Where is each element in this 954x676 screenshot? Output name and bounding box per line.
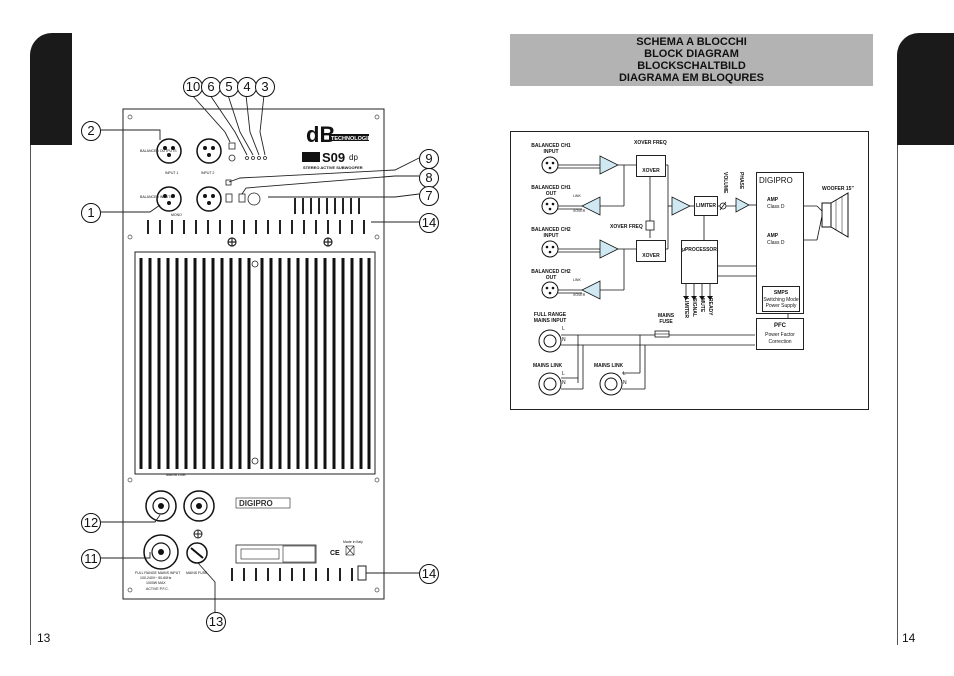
label-indicator-mute: MUTE bbox=[699, 298, 705, 313]
title-line-en: BLOCK DIAGRAM bbox=[644, 48, 739, 60]
label-mains-max: 1000W MAX bbox=[146, 581, 166, 585]
callout-1: 1 bbox=[81, 203, 101, 223]
label-bal-ch2-in: BALANCED CH2 INPUT bbox=[531, 227, 571, 239]
callout-12: 12 bbox=[81, 513, 101, 533]
label-bal-ch1-out: BALANCED CH1 OUT bbox=[531, 185, 571, 197]
block-diagram-title: SCHEMA A BLOCCHI BLOCK DIAGRAM BLOCKSCHA… bbox=[510, 34, 873, 86]
label-woofer: WOOFER 15" bbox=[822, 186, 854, 192]
smps-block: SMPS Switching Mode Power Supply bbox=[762, 286, 800, 312]
label-link-ch2: LINK bbox=[573, 278, 581, 282]
microprocessor-block: µPROCESSOR bbox=[681, 240, 718, 284]
callout-8: 8 bbox=[419, 168, 439, 188]
label-mains-link-2: MAINS LINK bbox=[594, 363, 624, 369]
callout-10: 10 bbox=[183, 77, 203, 97]
label-active-pfc: ACTIVE P.F.C. bbox=[146, 587, 169, 591]
label-input2: INPUT 2 bbox=[201, 171, 214, 175]
label-indicator-limiter: LIMITER bbox=[683, 298, 689, 318]
pfc-block: PFC Power Factor Correction bbox=[756, 318, 804, 350]
rear-panel-illustration: dB TECHNOLOGIES S09 dp STEREO ACTIVE SUB… bbox=[101, 94, 420, 612]
callout-13: 13 bbox=[206, 612, 226, 632]
label-xover-ch1: XOVER bbox=[573, 209, 586, 213]
callout-4: 4 bbox=[237, 77, 257, 97]
limiter-block: LIMITER bbox=[694, 196, 718, 216]
label-mains-link-1: MAINS LINK bbox=[533, 363, 563, 369]
digipro-panel-logo: DIGIPRO bbox=[239, 499, 273, 508]
label-mains-fuse: MAINS FUSE bbox=[186, 571, 208, 575]
page-number-left: 13 bbox=[37, 631, 51, 645]
page-tab-right bbox=[897, 33, 954, 145]
page-rule-left bbox=[30, 145, 31, 645]
label-xover-ch2: XOVER bbox=[573, 293, 586, 297]
label-bal-ch2-out: BALANCED CH2 OUT bbox=[531, 269, 571, 281]
label-volume: VOLUME bbox=[722, 172, 728, 194]
brand-sub: TECHNOLOGIES bbox=[331, 136, 375, 142]
label-neutral-1: N bbox=[562, 337, 566, 343]
title-line-it: SCHEMA A BLOCCHI bbox=[636, 36, 747, 48]
label-indicator-ready: READY bbox=[707, 298, 713, 316]
label-mains-input: FULL RANGE MAINS INPUT bbox=[135, 571, 181, 575]
callout-14-top: 14 bbox=[419, 213, 439, 233]
label-link-ch1: LINK bbox=[573, 194, 581, 198]
label-full-range-mains-input: FULL RANGE MAINS INPUT bbox=[533, 312, 567, 324]
label-mono: MONO bbox=[171, 213, 182, 217]
label-bal-ch1-in: BALANCED CH1 INPUT bbox=[531, 143, 571, 155]
xover-block-ch1: XOVER bbox=[636, 155, 666, 177]
label-indicator-signal: SIGNAL bbox=[691, 298, 697, 317]
label-balanced-outputs: BALANCED OUTPUTS bbox=[140, 149, 177, 153]
callout-7: 7 bbox=[419, 186, 439, 206]
title-line-de: BLOCKSCHALTBILD bbox=[637, 60, 746, 72]
label-input1: INPUT 1 bbox=[165, 171, 178, 175]
label-line-3: L bbox=[623, 371, 626, 377]
xover-block-ch2: XOVER bbox=[636, 240, 666, 262]
label-neutral-2: N bbox=[562, 380, 566, 386]
label-mains-spec: 100-240V~ 50-60Hz bbox=[140, 576, 172, 580]
label-made-in: Made in Italy bbox=[343, 540, 363, 544]
label-phase: PHASE bbox=[738, 172, 744, 190]
callout-3: 3 bbox=[255, 77, 275, 97]
page-number-right: 14 bbox=[902, 631, 916, 645]
label-line-1: L bbox=[562, 326, 565, 332]
callout-14-bottom: 14 bbox=[419, 564, 439, 584]
model-suffix: dp bbox=[349, 153, 358, 162]
callout-2: 2 bbox=[81, 121, 101, 141]
label-xover-freq-top: XOVER FREQ bbox=[634, 140, 667, 146]
model-name: S09 bbox=[322, 150, 345, 165]
label-mains-link: MAINS LINK bbox=[166, 473, 187, 477]
label-neutral-3: N bbox=[623, 380, 627, 386]
label-line-2: L bbox=[562, 371, 565, 377]
page-rule-right bbox=[897, 145, 898, 645]
callout-11: 11 bbox=[81, 549, 101, 569]
product-name: STEREO ACTIVE SUBWOOFER bbox=[303, 165, 363, 170]
label-xover-freq-mid: XOVER FREQ bbox=[610, 224, 643, 230]
block-diagram-frame bbox=[510, 131, 869, 410]
page-tab-left bbox=[30, 33, 72, 145]
title-line-pt: DIAGRAMA EM BLOQURES bbox=[618, 72, 765, 84]
ce-mark: CE bbox=[330, 550, 340, 557]
label-balanced-inputs: BALANCED INPUTS bbox=[140, 195, 173, 199]
label-mains-fuse: MAINS FUSE bbox=[657, 313, 675, 325]
